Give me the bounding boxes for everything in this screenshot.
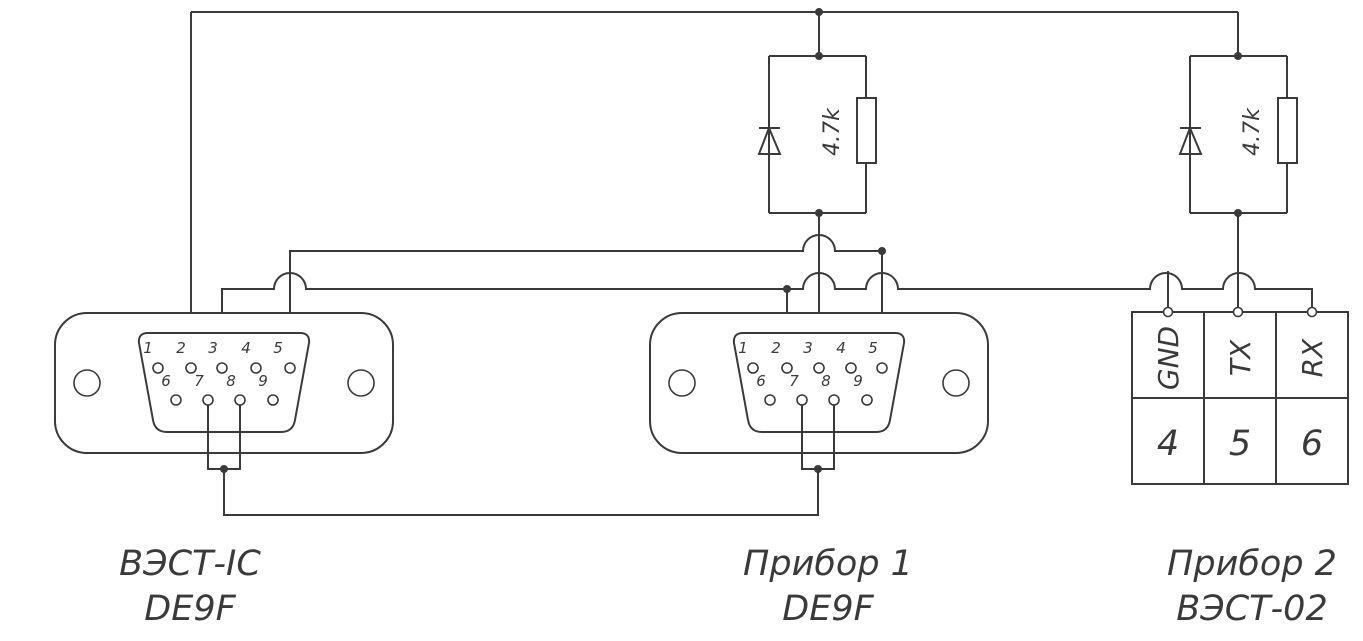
svg-text:5: 5	[273, 339, 283, 357]
wire-pin5-to-pin5	[289, 234, 886, 368]
title-connector-2: Прибор 1	[743, 544, 913, 584]
svg-text:7: 7	[789, 372, 799, 390]
resistor-2	[1277, 97, 1298, 164]
pin-labels-bottom-2: 6 7 8 9	[756, 372, 863, 390]
pin-holes-1	[152, 362, 296, 406]
mount-hole-left-1	[73, 369, 101, 397]
pin-holes-2	[747, 362, 888, 406]
svg-text:8: 8	[226, 372, 236, 390]
connector-prib1: 1 2 3 4 5 6 7 8 9	[649, 312, 989, 473]
svg-text:1: 1	[143, 339, 153, 357]
svg-text:1: 1	[738, 339, 748, 357]
resistor-2-value: 4.7k	[1240, 107, 1265, 156]
signal-gnd: GND	[1152, 326, 1185, 390]
resistor-1	[856, 97, 877, 164]
svg-text:2: 2	[176, 339, 186, 357]
title-connector-1: ВЭСТ-IC	[119, 544, 261, 584]
svg-text:3: 3	[208, 339, 218, 357]
mount-hole-right-1	[347, 369, 375, 397]
resistor-diode-block-2: 4.7k	[1178, 52, 1298, 271]
wire-bottom-link	[223, 469, 819, 516]
svg-text:5: 5	[868, 339, 878, 357]
diode-1	[757, 125, 782, 155]
wire-pin3-to-gnd	[221, 271, 1313, 368]
pin-4: 4	[1157, 424, 1179, 464]
model-device-2: ВЭСТ-02	[1176, 589, 1327, 629]
svg-text:6: 6	[756, 372, 766, 390]
svg-text:9: 9	[853, 372, 863, 390]
connector-vest-ic: 1 2 3 4 5 6 7 8 9	[54, 312, 394, 473]
svg-text:9: 9	[258, 372, 268, 390]
terminal-gnd	[1162, 306, 1174, 318]
device2-terminal-block: GND TX RX 4 5 6	[1131, 306, 1349, 485]
resistor-1-value: 4.7k	[820, 107, 845, 156]
pin-labels-top-2: 1 2 3 4 5	[738, 339, 878, 357]
top-bus-wire	[190, 8, 1239, 368]
title-device-2: Прибор 2	[1167, 544, 1337, 584]
diode-2	[1178, 125, 1203, 155]
mount-hole-right-2	[942, 369, 970, 397]
type-connector-1: DE9F	[144, 589, 236, 629]
pin-labels-top-1: 1 2 3 4 5	[143, 339, 283, 357]
svg-text:8: 8	[821, 372, 831, 390]
pin-labels-bottom-1: 6 7 8 9	[161, 372, 268, 390]
type-connector-2: DE9F	[782, 589, 874, 629]
terminal-tx	[1232, 306, 1244, 318]
pin-6: 6	[1301, 424, 1323, 464]
resistor-diode-block-1: 4.7k	[757, 52, 877, 237]
signal-tx: TX	[1224, 339, 1257, 376]
mount-hole-left-2	[668, 369, 696, 397]
svg-text:4: 4	[241, 339, 251, 357]
terminal-rx	[1306, 306, 1318, 318]
svg-text:4: 4	[836, 339, 846, 357]
pin-5: 5	[1229, 424, 1251, 464]
svg-text:3: 3	[803, 339, 813, 357]
signal-rx: RX	[1296, 338, 1329, 377]
svg-text:2: 2	[771, 339, 781, 357]
svg-text:6: 6	[161, 372, 171, 390]
svg-text:7: 7	[194, 372, 204, 390]
